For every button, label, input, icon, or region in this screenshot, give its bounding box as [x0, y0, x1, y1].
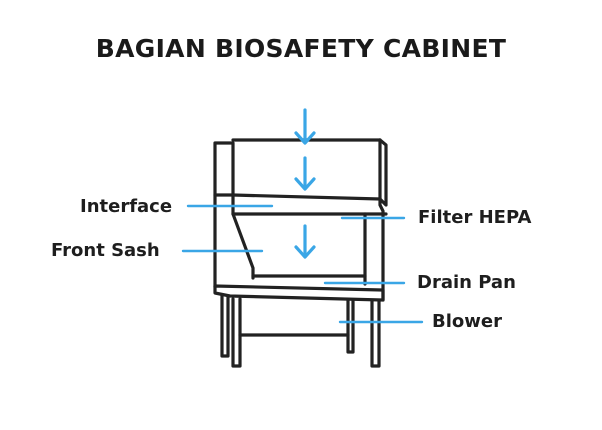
label-blower: Blower	[432, 311, 502, 332]
leg-front-right	[346, 298, 355, 354]
label-interface: Interface	[80, 196, 173, 217]
sash-edge	[231, 212, 255, 280]
airflow-arrow-middle-icon	[294, 156, 316, 191]
work-surface-front	[213, 284, 385, 302]
label-drain-pan: Drain Pan	[417, 272, 516, 293]
leg-front-left	[220, 294, 230, 358]
airflow-arrow-top-icon	[294, 108, 316, 145]
diagram-title: BAGIAN BIOSAFETY CABINET	[95, 34, 507, 63]
leg-back-left	[231, 297, 242, 368]
cabinet-housing-side	[378, 138, 388, 207]
cabinet-body-right	[378, 197, 385, 302]
label-filter-hepa: Filter HEPA	[418, 207, 532, 228]
cabinet-housing-front	[213, 141, 235, 197]
label-front-sash: Front Sash	[51, 240, 160, 261]
airflow-arrow-bottom-icon	[294, 224, 316, 259]
leg-back-right	[370, 299, 381, 368]
